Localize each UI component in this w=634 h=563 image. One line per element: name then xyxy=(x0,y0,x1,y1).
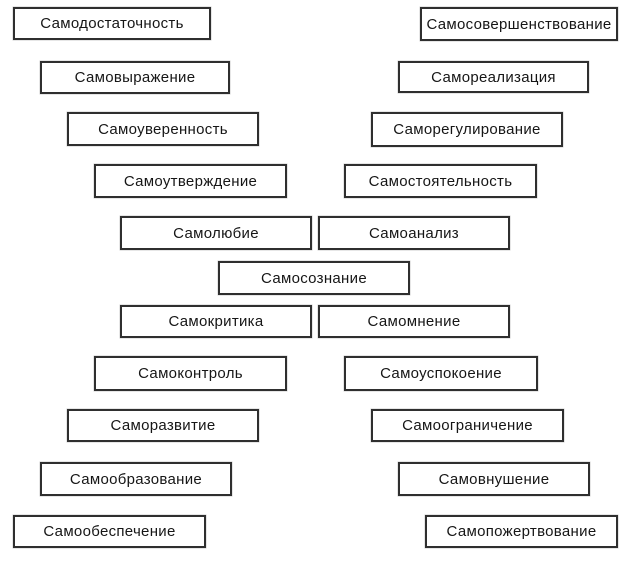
diagram-box-right-5: Самоанализ xyxy=(318,216,510,250)
diagram-box-left-2: Самовыражение xyxy=(40,61,230,94)
diagram-box-left-9: Самообразование xyxy=(40,462,232,496)
diagram-box-left-5: Самолюбие xyxy=(120,216,312,250)
diagram-box-left-4: Самоутверждение xyxy=(94,164,287,198)
diagram-box-right-1: Самосовершенствование xyxy=(420,7,618,41)
diagram-box-right-3: Саморегулирование xyxy=(371,112,563,147)
diagram-box-left-3: Самоуверенность xyxy=(67,112,259,146)
diagram-box-left-1: Самодостаточность xyxy=(13,7,211,40)
diagram-box-center: Самосознание xyxy=(218,261,410,295)
diagram-box-right-6: Самомнение xyxy=(318,305,510,338)
diagram-box-right-8: Самоограничение xyxy=(371,409,564,442)
diagram-box-left-8: Саморазвитие xyxy=(67,409,259,442)
diagram-box-left-6: Самокритика xyxy=(120,305,312,338)
diagram-box-right-4: Самостоятельность xyxy=(344,164,537,198)
diagram-box-right-2: Самореализация xyxy=(398,61,589,93)
diagram-box-right-7: Самоуспокоение xyxy=(344,356,538,391)
diagram-box-right-10: Самопожертвование xyxy=(425,515,618,548)
diagram-box-right-9: Самовнушение xyxy=(398,462,590,496)
diagram-box-left-10: Самообеспечение xyxy=(13,515,206,548)
diagram-box-left-7: Самоконтроль xyxy=(94,356,287,391)
